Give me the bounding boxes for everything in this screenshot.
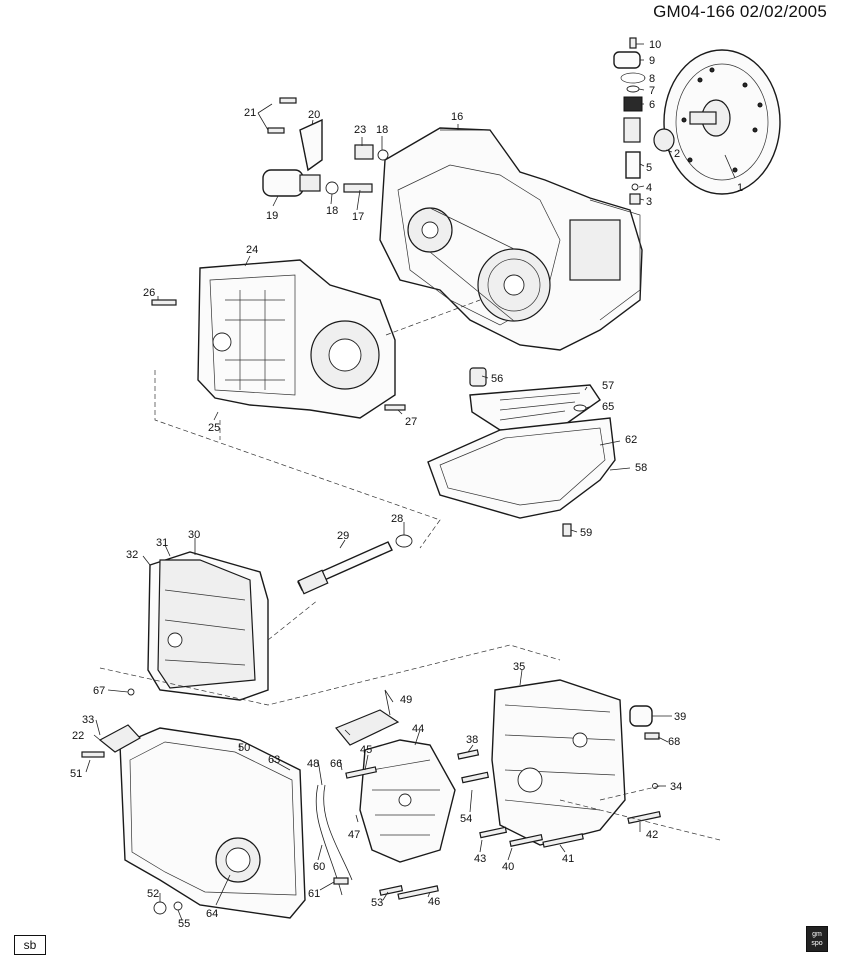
callout: 22 [72, 730, 84, 742]
callout: 47 [348, 829, 360, 841]
callout: 38 [466, 734, 478, 746]
solenoid-39 [629, 705, 653, 727]
callout: 9 [649, 55, 655, 67]
callout: 19 [266, 210, 278, 222]
callout: 17 [352, 211, 364, 223]
channel-plate-case-cover [197, 259, 396, 419]
callout: 67 [93, 685, 105, 697]
diagram-code: GM04-166 02/02/2005 [653, 2, 827, 21]
gm-spo-logo-line2: spo [811, 940, 823, 947]
callout: 23 [354, 124, 366, 136]
sb-badge: sb [14, 935, 46, 955]
callout: 56 [491, 373, 503, 385]
callout: 29 [337, 530, 349, 542]
callout: 66 [330, 758, 342, 770]
speed-sensor-stack [613, 37, 646, 205]
callout: 41 [562, 853, 574, 865]
callout: 18 [326, 205, 338, 217]
gm-spo-logo: gm spo [806, 926, 828, 952]
callout: 40 [502, 861, 514, 873]
callout: 32 [126, 549, 138, 561]
callout: 26 [143, 287, 155, 299]
callout: 4 [646, 182, 652, 194]
callout-labels: 1 2 3 4 5 6 7 8 9 10 16 17 18 18 19 20 2… [70, 39, 743, 930]
callout: 35 [513, 661, 525, 673]
callout: 43 [474, 853, 486, 865]
callout: 48 [307, 758, 319, 770]
callout: 33 [82, 714, 94, 726]
callout: 44 [412, 723, 424, 735]
leader-lines [85, 43, 736, 921]
callout: 28 [391, 513, 403, 525]
callout: 25 [208, 422, 220, 434]
side-cover [119, 727, 306, 919]
lower-bolts [127, 688, 661, 915]
converter-seal [653, 128, 675, 152]
callout: 30 [188, 529, 200, 541]
callout: 10 [649, 39, 661, 51]
callout: 31 [156, 537, 168, 549]
oil-pan [427, 404, 616, 537]
bolt-27 [384, 404, 406, 411]
callout: 39 [674, 711, 686, 723]
callout: 61 [308, 888, 320, 900]
valve-body-plate [147, 551, 269, 701]
callout: 3 [646, 196, 652, 208]
callout: 63 [268, 754, 280, 766]
callout: 57 [602, 380, 614, 392]
callout: 51 [70, 768, 82, 780]
pump-housing-35 [491, 679, 626, 846]
drive-shaft [297, 534, 413, 595]
callout: 6 [649, 99, 655, 111]
callout: 18 [376, 124, 388, 136]
transaxle-case [379, 127, 643, 351]
callout: 5 [646, 162, 652, 174]
callout: 50 [238, 742, 250, 754]
bracket-22 [98, 724, 141, 753]
callout: 34 [670, 781, 682, 793]
callout: 62 [625, 434, 637, 446]
callout: 8 [649, 73, 655, 85]
callout: 49 [400, 694, 412, 706]
callout: 1 [737, 182, 743, 194]
callout: 53 [371, 897, 383, 909]
callout: 27 [405, 416, 417, 428]
callout: 65 [602, 401, 614, 413]
callout: 68 [668, 736, 680, 748]
callout: 55 [178, 918, 190, 930]
connector-69 [644, 732, 660, 740]
gm-spo-logo-line1: gm [812, 931, 822, 938]
callout: 52 [147, 888, 159, 900]
torque-converter [663, 49, 781, 195]
governor-parts [262, 97, 389, 197]
bolt-52 [81, 751, 105, 758]
valve-body-44 [359, 739, 456, 863]
callout: 20 [308, 109, 320, 121]
callout: 2 [674, 148, 680, 160]
callout: 16 [451, 111, 463, 123]
callout: 46 [428, 896, 440, 908]
callout: 64 [206, 908, 218, 920]
callout: 42 [646, 829, 658, 841]
callout: 54 [460, 813, 472, 825]
callout: 21 [244, 107, 256, 119]
callout: 60 [313, 861, 325, 873]
callout: 7 [649, 85, 655, 97]
bolt-26 [151, 299, 177, 306]
callout: 45 [360, 744, 372, 756]
callout: 58 [635, 462, 647, 474]
callout: 24 [246, 244, 258, 256]
callout: 59 [580, 527, 592, 539]
bracket-49-50 [335, 709, 400, 746]
